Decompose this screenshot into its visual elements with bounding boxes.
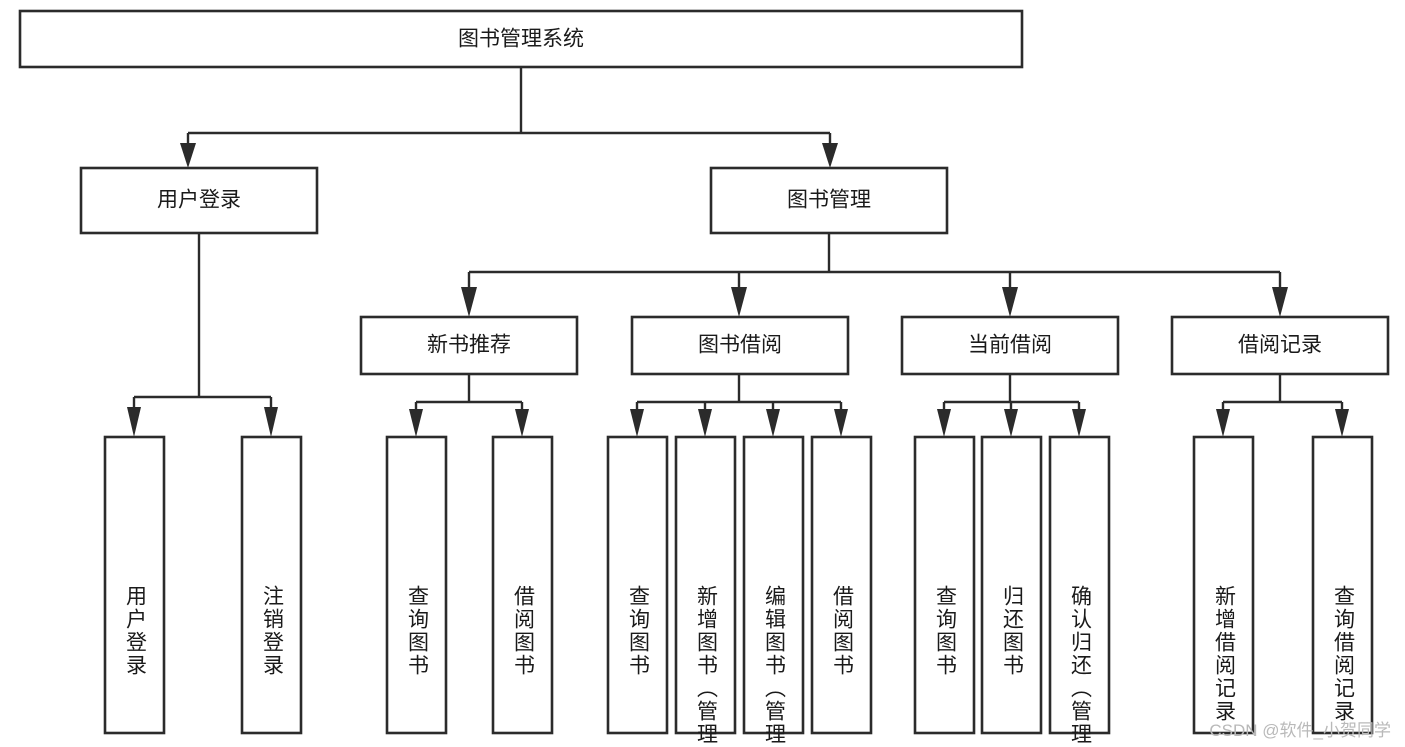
leaf-user-login-label: 用户登录: [124, 585, 148, 677]
leaf-borrow-book-new-label: 借阅图书: [512, 585, 536, 677]
leaf-add-book[interactable]: 新增图书（管理员）: [674, 435, 737, 747]
arrow-to-leaf-add-book: [698, 409, 712, 437]
leaf-query-borrow-record-label: 查询借阅记录: [1332, 585, 1356, 723]
arrow-to-leaf-borrow-book-2: [834, 409, 848, 437]
leaf-add-book-box[interactable]: [674, 435, 737, 735]
node-borrow-record-label: 借阅记录: [1238, 334, 1322, 357]
leaf-query-book-current-box[interactable]: [913, 435, 976, 735]
arrow-to-leaf-query-book-1: [409, 409, 423, 437]
arrow-to-leaf-borrow-book-1: [515, 409, 529, 437]
leaf-confirm-return-label: 确认归还（管理员）: [1069, 585, 1093, 747]
leaf-add-book-label: 新增图书（管理员）: [695, 585, 719, 747]
node-current-borrow-label: 当前借阅: [968, 334, 1052, 357]
node-book-borrow-label: 图书借阅: [698, 334, 782, 357]
leaf-query-book-new-box[interactable]: [385, 435, 448, 735]
node-book-borrow-box[interactable]: [630, 315, 850, 376]
leaf-query-book-new-label: 查询图书: [406, 585, 430, 677]
node-current-borrow-box[interactable]: [900, 315, 1120, 376]
leaf-query-book-current-label: 查询图书: [934, 585, 958, 677]
leaf-logout-box[interactable]: [240, 435, 303, 735]
leaf-add-borrow-record-box[interactable]: [1192, 435, 1255, 735]
leaf-edit-book[interactable]: 编辑图书（管理员）: [742, 435, 805, 747]
leaf-borrow-book-label: 借阅图书: [831, 585, 855, 677]
leaf-add-borrow-record[interactable]: 新增借阅记录: [1192, 435, 1255, 735]
leaf-logout-label: 注销登录: [261, 585, 285, 677]
leaf-confirm-return[interactable]: 确认归还（管理员）: [1048, 435, 1111, 747]
csdn-watermark: CSDN @软件_小贺同学: [1209, 721, 1391, 740]
leaf-confirm-return-box[interactable]: [1048, 435, 1111, 735]
node-root-box[interactable]: [18, 9, 1024, 69]
leaf-add-borrow-record-label: 新增借阅记录: [1213, 585, 1237, 723]
leaf-query-borrow-record[interactable]: 查询借阅记录: [1311, 435, 1374, 735]
node-new-book-recommend[interactable]: 新书推荐: [359, 315, 579, 376]
arrow-to-leaf-confirm-return: [1072, 409, 1086, 437]
arrow-to-leaf-edit-book: [766, 409, 780, 437]
leaf-borrow-book-new-box[interactable]: [491, 435, 554, 735]
leaf-query-book-borrow-box[interactable]: [606, 435, 669, 735]
node-book-borrow[interactable]: 图书借阅: [630, 315, 850, 376]
node-borrow-record-box[interactable]: [1170, 315, 1390, 376]
leaf-logout[interactable]: 注销登录: [240, 435, 303, 735]
arrow-to-new-book-rec: [461, 287, 477, 317]
node-root-label: 图书管理系统: [458, 28, 584, 51]
arrow-to-leaf-return-book: [1004, 409, 1018, 437]
leaf-query-borrow-record-box[interactable]: [1311, 435, 1374, 735]
leaf-user-login-box[interactable]: [103, 435, 166, 735]
arrow-to-book-borrow: [731, 287, 747, 317]
leaf-edit-book-label: 编辑图书（管理员）: [763, 585, 787, 747]
leaf-query-book-borrow-label: 查询图书: [627, 585, 651, 677]
leaf-return-book-label: 归还图书: [1001, 585, 1025, 677]
node-new-book-recommend-label: 新书推荐: [427, 334, 511, 357]
arrow-to-leaf-query-book-3: [937, 409, 951, 437]
arrow-to-leaf-query-record: [1335, 409, 1349, 437]
node-user-login[interactable]: 用户登录: [79, 166, 319, 235]
leaf-user-login[interactable]: 用户登录: [103, 435, 166, 735]
arrow-to-borrow-record: [1272, 287, 1288, 317]
arrow-to-user-login: [180, 143, 196, 168]
leaf-borrow-book-box[interactable]: [810, 435, 873, 735]
leaf-return-book[interactable]: 归还图书: [980, 435, 1043, 735]
leaf-query-book-borrow[interactable]: 查询图书: [606, 435, 669, 735]
node-new-book-recommend-box[interactable]: [359, 315, 579, 376]
node-root[interactable]: 图书管理系统: [18, 9, 1024, 69]
arrow-to-current-borrow: [1002, 287, 1018, 317]
node-book-management-box[interactable]: [709, 166, 949, 235]
leaf-edit-book-box[interactable]: [742, 435, 805, 735]
connector-layer: [127, 67, 1349, 437]
arrow-to-leaf-query-book-2: [630, 409, 644, 437]
leaf-query-book-current[interactable]: 查询图书: [913, 435, 976, 735]
arrow-to-leaf-logout: [264, 407, 278, 437]
leaf-query-book-new[interactable]: 查询图书: [385, 435, 448, 735]
leaf-return-book-box[interactable]: [980, 435, 1043, 735]
arrow-to-leaf-add-record: [1216, 409, 1230, 437]
node-borrow-record[interactable]: 借阅记录: [1170, 315, 1390, 376]
arrow-to-book-mgmt: [822, 143, 838, 168]
leaf-borrow-book-new[interactable]: 借阅图书: [491, 435, 554, 735]
leaf-borrow-book[interactable]: 借阅图书: [810, 435, 873, 735]
arrow-to-leaf-user-login: [127, 407, 141, 437]
node-book-management[interactable]: 图书管理: [709, 166, 949, 235]
node-user-login-box[interactable]: [79, 166, 319, 235]
node-user-login-label: 用户登录: [157, 189, 241, 212]
node-current-borrow[interactable]: 当前借阅: [900, 315, 1120, 376]
node-book-management-label: 图书管理: [787, 189, 871, 212]
